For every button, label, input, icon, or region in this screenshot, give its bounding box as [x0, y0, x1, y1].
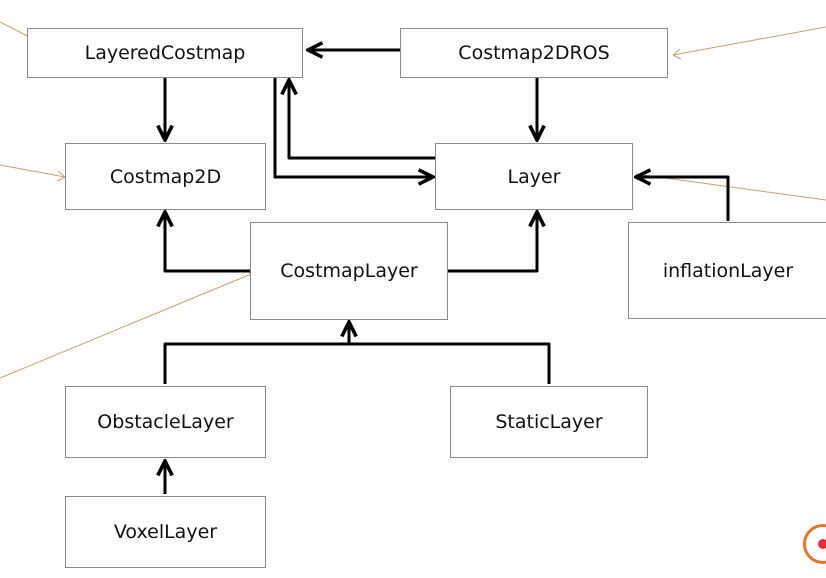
node-costmap-layer: CostmapLayer — [250, 222, 448, 320]
node-layer-label: Layer — [507, 165, 561, 188]
arrow-obstacle-to-costmaplayer — [163, 322, 349, 384]
node-obstacle-layer-label: ObstacleLayer — [97, 411, 234, 433]
node-static-layer: StaticLayer — [450, 386, 648, 458]
annotation-to-costmap2d — [0, 164, 66, 178]
node-costmap2d-label: Costmap2D — [109, 165, 222, 188]
node-costmap-layer-label: CostmapLayer — [280, 260, 418, 282]
annotation-to-costmap-layer — [0, 271, 257, 379]
node-voxel-layer-label: VoxelLayer — [113, 521, 218, 543]
logo-ring-icon — [803, 524, 826, 564]
node-obstacle-layer: ObstacleLayer — [65, 386, 266, 458]
node-layer: Layer — [435, 143, 633, 210]
node-layered-costmap: LayeredCostmap — [27, 28, 303, 78]
arrow-costmaplayer-to-costmap2d — [165, 212, 252, 273]
node-costmap2dros: Costmap2DROS — [400, 28, 668, 78]
node-layered-costmap-label: LayeredCostmap — [84, 42, 246, 64]
annotation-to-costmap2dros — [672, 26, 826, 56]
arrow-inflation-to-layer — [636, 177, 730, 221]
node-static-layer-label: StaticLayer — [495, 411, 603, 433]
arrow-static-to-costmaplayer — [349, 342, 551, 384]
arrow-costmaplayer-to-layer — [448, 212, 537, 273]
arrow-layer-to-layered — [289, 80, 435, 160]
node-costmap2dros-label: Costmap2DROS — [458, 42, 610, 64]
node-voxel-layer: VoxelLayer — [65, 496, 266, 568]
node-costmap2d: Costmap2D — [65, 143, 266, 210]
node-inflation-layer-label: inflationLayer — [662, 259, 794, 282]
arrow-layered-to-layer — [273, 78, 433, 177]
node-inflation-layer: inflationLayer — [628, 222, 826, 319]
